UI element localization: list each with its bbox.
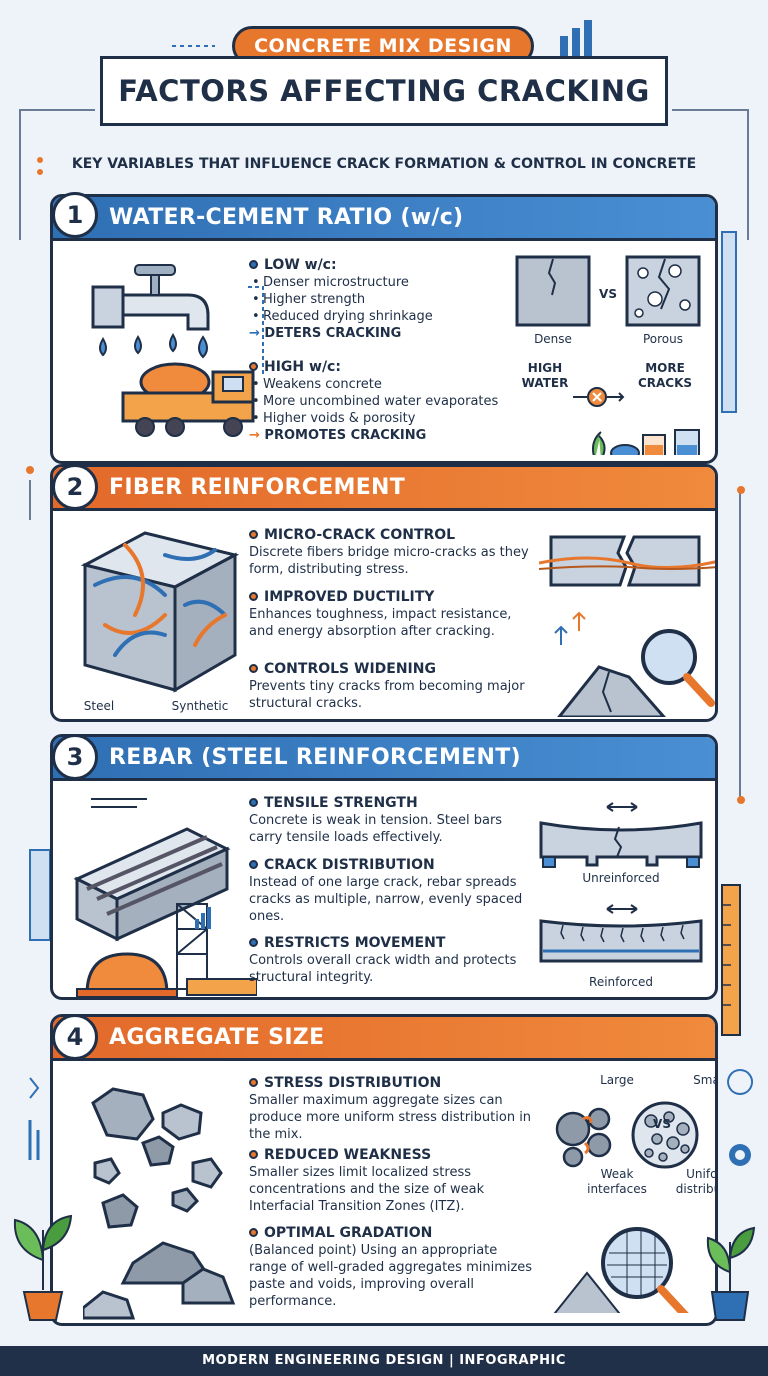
point-text: Discrete fibers bridge micro-cracks as t…	[249, 545, 529, 577]
point-heading: CRACK DISTRIBUTION	[264, 857, 435, 873]
point-heading: MICRO-CRACK CONTROL	[264, 527, 456, 543]
aggregate-comparison-illustration	[553, 1101, 699, 1313]
bullet-dot	[249, 798, 258, 807]
bullet-dot	[249, 860, 258, 869]
rebar-point-2: CRACK DISTRIBUTION Instead of one large …	[249, 857, 539, 925]
bullet-dot	[249, 592, 258, 601]
unreinforced-label: Unreinforced	[582, 871, 660, 885]
point-heading: RESTRICTS MOVEMENT	[264, 935, 446, 951]
low-wc-heading: LOW w/c:	[264, 257, 337, 273]
plant-icon	[13, 1214, 73, 1321]
bullet-dot	[249, 260, 258, 269]
point-text: Enhances toughness, impact resistance, a…	[249, 607, 512, 639]
bullet-dot	[249, 938, 258, 947]
large-label: Large	[600, 1073, 634, 1087]
dense-vs-porous-illustration	[515, 255, 701, 455]
rebar-cage-illustration	[73, 798, 257, 997]
aggregate-point-1: STRESS DISTRIBUTION Smaller maximum aggr…	[249, 1075, 539, 1143]
bullet-dot	[249, 362, 258, 371]
point-text: Smaller sizes limit localized stress con…	[249, 1165, 485, 1214]
section-2-number: 2	[52, 464, 98, 510]
section-fiber-reinforcement: FIBER REINFORCEMENT Steel Synthetic MICR…	[50, 464, 718, 722]
high-wc-item: More uncombined water evaporates	[249, 393, 549, 410]
page-subtitle: KEY VARIABLES THAT INFLUENCE CRACK FORMA…	[71, 156, 697, 172]
bullet-dot	[249, 530, 258, 539]
section-4-number: 4	[52, 1014, 98, 1060]
rebar-point-3: RESTRICTS MOVEMENT Controls overall crac…	[249, 935, 539, 986]
fiber-cube-illustration	[80, 531, 240, 693]
beam-comparison-illustration	[539, 802, 703, 963]
fiber-point-3: CONTROLS WIDENING Prevents tiny cracks f…	[249, 661, 529, 712]
high-water-label: HIGH WATER	[521, 361, 569, 390]
point-text: Prevents tiny cracks from becoming major…	[249, 679, 525, 711]
weak-interfaces-label: Weak interfaces	[587, 1167, 647, 1196]
section-2-title: FIBER REINFORCEMENT	[53, 467, 715, 511]
point-text: Controls overall crack width and protect…	[249, 953, 517, 985]
steel-label: Steel	[83, 699, 115, 713]
point-heading: REDUCED WEAKNESS	[264, 1147, 432, 1163]
bullet-dot	[249, 1228, 258, 1237]
section-3-title: REBAR (STEEL REINFORCEMENT)	[53, 737, 715, 781]
high-wc-item: Weakens concrete	[249, 376, 549, 393]
high-wc-result: PROMOTES CRACKING	[264, 428, 427, 443]
plant-icon	[706, 1226, 756, 1321]
faucet-truck-illustration	[91, 264, 264, 437]
point-text: Smaller maximum aggregate sizes can prod…	[249, 1093, 532, 1142]
bullet-dot	[249, 1150, 258, 1159]
section-1-title: WATER-CEMENT RATIO (w/c)	[53, 197, 715, 241]
dense-label: Dense	[534, 332, 572, 346]
side-lines-decoration	[19, 20, 754, 1166]
aggregate-point-3: OPTIMAL GRADATION (Balanced point) Using…	[249, 1225, 539, 1310]
section-1-number: 1	[52, 192, 98, 238]
fiber-point-1: MICRO-CRACK CONTROL Discrete fibers brid…	[249, 527, 529, 578]
page-title: FACTORS AFFECTING CRACKING	[100, 56, 668, 126]
point-heading: STRESS DISTRIBUTION	[264, 1075, 442, 1091]
uniform-distribution-label: Uniform distribution	[675, 1167, 718, 1196]
point-text: (Balanced point) Using an appropriate ra…	[249, 1243, 533, 1309]
low-wc-item: Denser microstructure	[249, 274, 549, 291]
point-text: Instead of one large crack, rebar spread…	[249, 875, 523, 924]
fiber-point-2: IMPROVED DUCTILITY Enhances toughness, i…	[249, 589, 529, 640]
footer-banner: MODERN ENGINEERING DESIGN | INFOGRAPHIC	[0, 1346, 768, 1376]
reinforced-label: Reinforced	[589, 975, 653, 989]
aggregate-point-2: REDUCED WEAKNESS Smaller sizes limit loc…	[249, 1147, 539, 1215]
low-wc-result: DETERS CRACKING	[264, 326, 402, 341]
section-rebar: REBAR (STEEL REINFORCEMENT) TENSILE STRE…	[50, 734, 718, 1000]
section-3-number: 3	[52, 734, 98, 780]
smaller-label: Smaller	[693, 1073, 718, 1087]
high-wc-item: Higher voids & porosity	[249, 410, 549, 427]
high-wc-heading: HIGH w/c:	[264, 359, 341, 375]
crack-bridge-illustration	[539, 535, 715, 717]
porous-label: Porous	[642, 332, 684, 346]
bullet-dot	[249, 664, 258, 673]
aggregates-illustration	[83, 1087, 236, 1320]
point-heading: IMPROVED DUCTILITY	[264, 589, 435, 605]
point-text: Concrete is weak in tension. Steel bars …	[249, 813, 503, 845]
high-wc-block: HIGH w/c: Weakens concrete More uncombin…	[249, 359, 549, 444]
section-4-title: AGGREGATE SIZE	[53, 1017, 715, 1061]
low-wc-item: Reduced drying shrinkage	[249, 308, 549, 325]
synthetic-label: Synthetic	[171, 699, 229, 713]
vs-label: VS	[653, 1117, 671, 1131]
low-wc-block: LOW w/c: Denser microstructure Higher st…	[249, 257, 549, 342]
more-cracks-label: MORE CRACKS	[637, 361, 693, 390]
low-wc-item: Higher strength	[249, 291, 549, 308]
vs-label: VS	[599, 287, 617, 301]
point-heading: TENSILE STRENGTH	[264, 795, 418, 811]
point-heading: OPTIMAL GRADATION	[264, 1225, 433, 1241]
section-water-cement-ratio: WATER-CEMENT RATIO (w/c) LOW w/c: Denser…	[50, 194, 718, 464]
bullet-dot	[249, 1078, 258, 1087]
rebar-point-1: TENSILE STRENGTH Concrete is weak in ten…	[249, 795, 539, 846]
section-aggregate-size: AGGREGATE SIZE STRESS DISTRIBUTION Small…	[50, 1014, 718, 1326]
point-heading: CONTROLS WIDENING	[264, 661, 436, 677]
